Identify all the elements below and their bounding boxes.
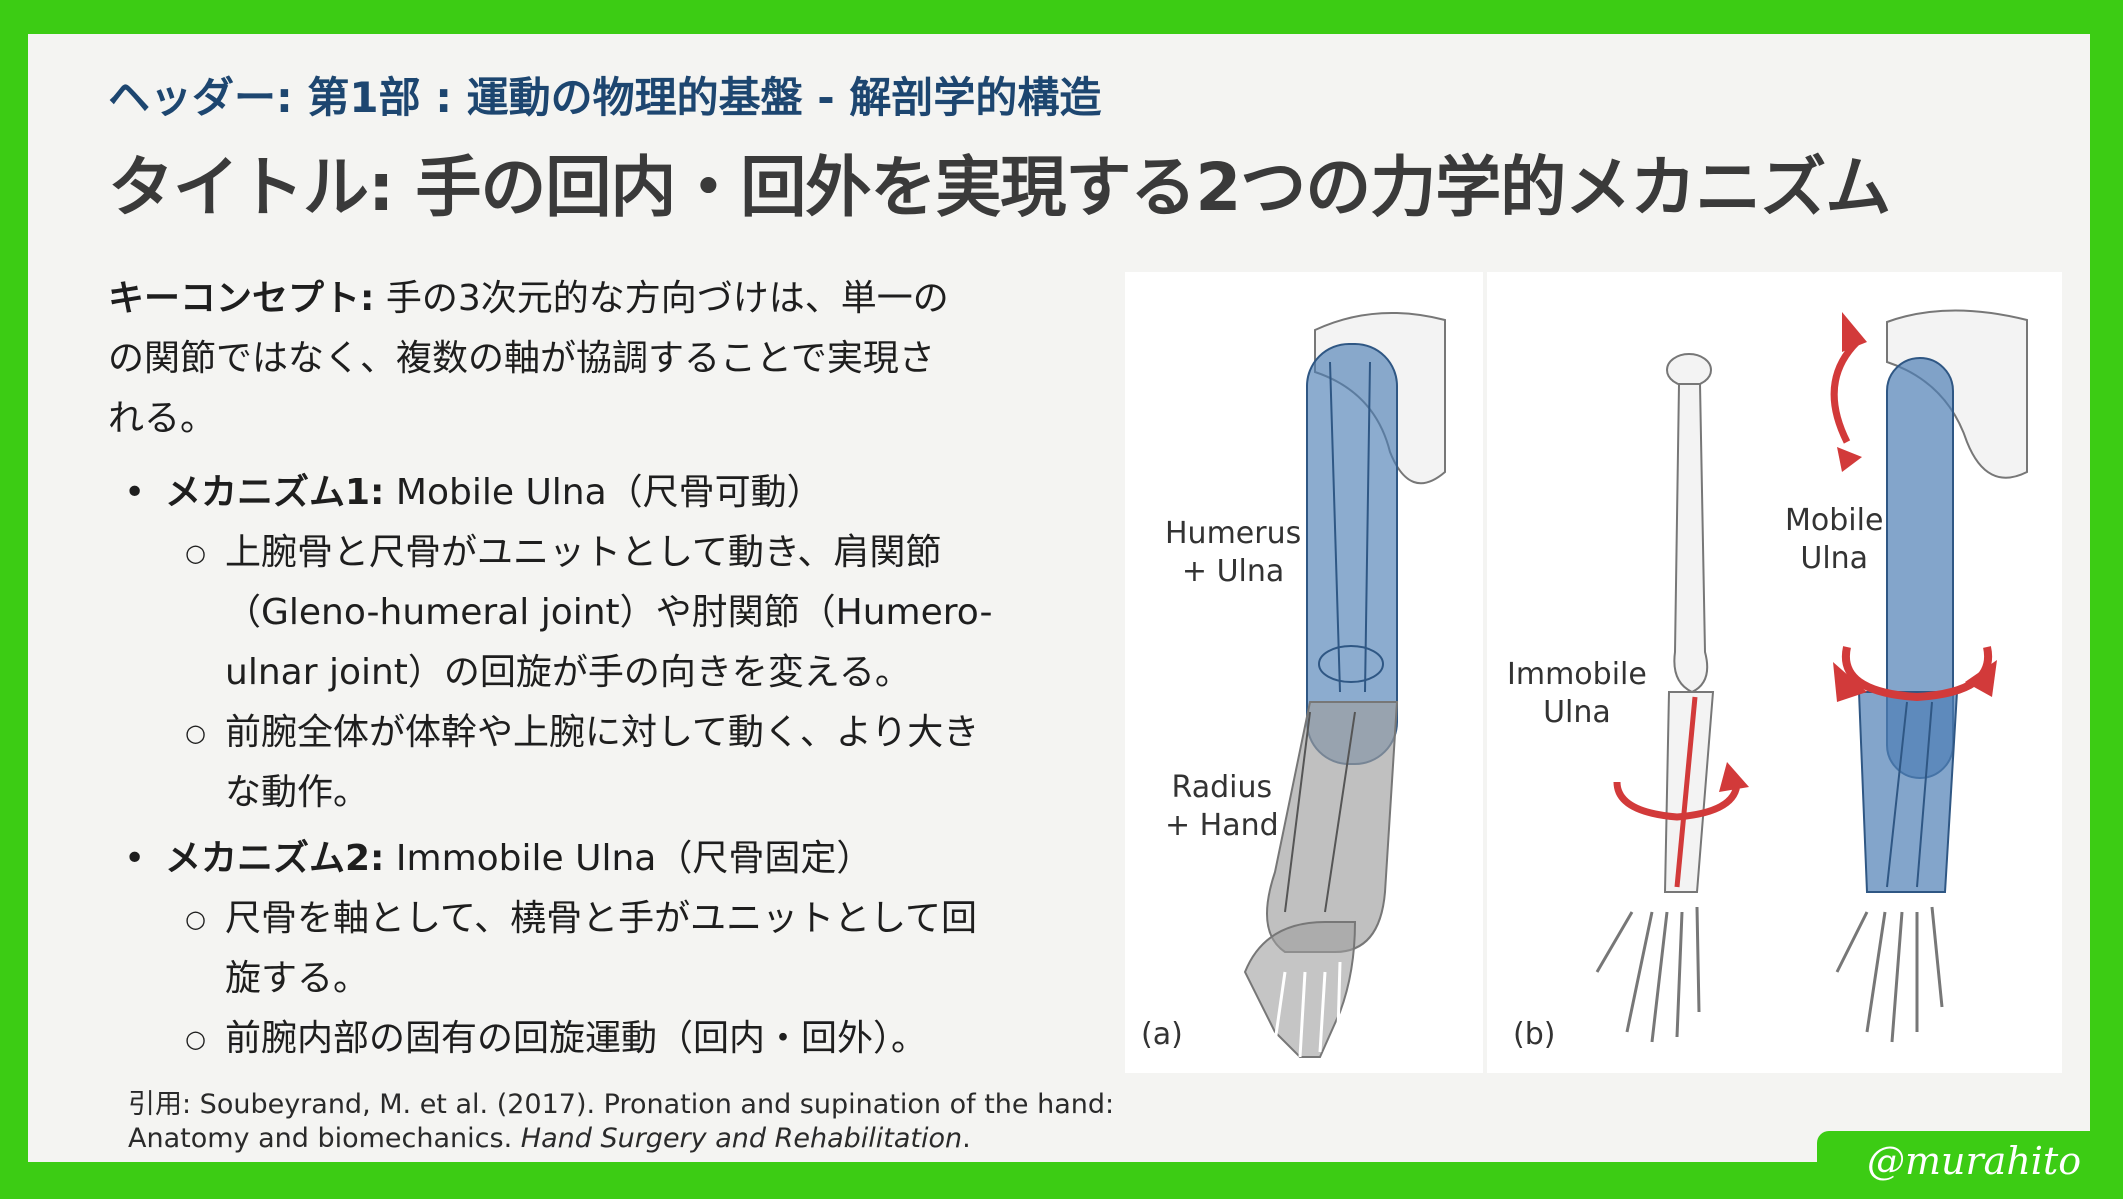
- point-line: （Gleno-humeral joint）や肘関節（Humero-: [225, 592, 993, 633]
- panel-b-tag: (b): [1513, 1017, 1556, 1052]
- slide: ヘッダー: 第1部 : 運動の物理的基盤 - 解剖学的構造 タイトル: 手の回内…: [28, 34, 2090, 1162]
- key-concept-line-2: の関節ではなく、複数の軸が協調することで実現さ: [108, 338, 935, 379]
- mechanism-list: • メカニズム1: Mobile Ulna（尺骨可動） ○ 上腕骨と尺骨がユニッ…: [108, 463, 1098, 1069]
- point-line: 上腕骨と尺骨がユニットとして動き、肩関節: [225, 532, 942, 573]
- list-item: ○ 前腕全体が体幹や上腕に対して動く、より大き な動作。: [165, 703, 1098, 823]
- label-line: + Ulna: [1181, 554, 1285, 589]
- mechanism-1-name: Mobile Ulna（尺骨可動）: [395, 472, 823, 513]
- bullet-icon: •: [124, 472, 146, 513]
- mechanism-2-label: メカニズム2:: [165, 838, 385, 879]
- point-line: 前腕内部の固有の回旋運動（回内・回外）。: [225, 1018, 928, 1059]
- citation-line-2: Anatomy and biomechanics.: [128, 1123, 513, 1154]
- bullet-icon: •: [124, 838, 146, 879]
- label-line: Radius: [1171, 770, 1273, 805]
- label-radius-hand: Radius + Hand: [1165, 769, 1279, 845]
- list-item: ○ 上腕骨と尺骨がユニットとして動き、肩関節 （Gleno-humeral jo…: [165, 523, 1098, 703]
- watermark-text: @murahito: [1867, 1139, 2082, 1183]
- citation-end: .: [962, 1123, 971, 1154]
- slide-header: ヘッダー: 第1部 : 運動の物理的基盤 - 解剖学的構造: [108, 73, 1102, 122]
- point-line: ulnar joint）の回旋が手の向きを変える。: [225, 652, 911, 693]
- circle-bullet-icon: ○: [185, 719, 206, 747]
- point-line: 尺骨を軸として、橈骨と手がユニットとして回: [225, 898, 978, 939]
- slide-title: タイトル: 手の回内・回外を実現する2つの力学的メカニズム: [108, 149, 1891, 226]
- arm-illustration-a: [1243, 311, 1446, 1058]
- slide-body: キーコンセプト: 手の3次元的な方向づけは、単一の の関節ではなく、複数の軸が協…: [108, 269, 1098, 1075]
- mechanism-item-1: • メカニズム1: Mobile Ulna（尺骨可動） ○ 上腕骨と尺骨がユニッ…: [108, 463, 1098, 823]
- circle-bullet-icon: ○: [185, 905, 206, 933]
- label-line: Humerus: [1165, 516, 1302, 551]
- arm-illustration-b: [1595, 309, 2028, 1043]
- citation-journal: Hand Surgery and Rehabilitation: [520, 1123, 963, 1154]
- panel-a-tag: (a): [1141, 1017, 1183, 1052]
- key-concept: キーコンセプト: 手の3次元的な方向づけは、単一の の関節ではなく、複数の軸が協…: [108, 269, 1098, 449]
- mechanism-2-points: ○ 尺骨を軸として、橈骨と手がユニットとして回 旋する。 ○ 前腕内部の固有の回…: [165, 889, 1098, 1069]
- mechanism-1-points: ○ 上腕骨と尺骨がユニットとして動き、肩関節 （Gleno-humeral jo…: [165, 523, 1098, 823]
- label-line: Ulna: [1543, 695, 1611, 730]
- citation-line-1: 引用: Soubeyrand, M. et al. (2017). Pronat…: [128, 1089, 1115, 1120]
- label-line: + Hand: [1165, 808, 1279, 843]
- point-line: な動作。: [225, 772, 370, 813]
- list-item: ○ 尺骨を軸として、橈骨と手がユニットとして回 旋する。: [165, 889, 1098, 1009]
- citation: 引用: Soubeyrand, M. et al. (2017). Pronat…: [128, 1088, 1128, 1156]
- mechanism-2-name: Immobile Ulna（尺骨固定）: [395, 838, 873, 879]
- key-concept-line-3: れる。: [108, 398, 217, 439]
- circle-bullet-icon: ○: [185, 1025, 206, 1053]
- label-line: Immobile: [1507, 657, 1647, 692]
- label-line: Ulna: [1800, 541, 1869, 576]
- label-humerus-ulna: Humerus + Ulna: [1165, 515, 1301, 591]
- watermark: @murahito: [1817, 1131, 2123, 1199]
- mechanism-1-label: メカニズム1:: [165, 472, 385, 513]
- circle-bullet-icon: ○: [185, 539, 206, 567]
- label-line: Mobile: [1785, 503, 1884, 538]
- mechanism-item-2: • メカニズム2: Immobile Ulna（尺骨固定） ○ 尺骨を軸として、…: [108, 829, 1098, 1069]
- point-line: 旋する。: [225, 958, 370, 999]
- figure-panel-b: Immobile Ulna Mobile Ulna (b): [1487, 272, 2062, 1073]
- figure-panel-a: Humerus + Ulna Radius + Hand (a): [1125, 272, 1483, 1073]
- key-concept-label: キーコンセプト:: [108, 278, 375, 319]
- point-line: 前腕全体が体幹や上腕に対して動く、より大き: [225, 712, 980, 753]
- list-item: ○ 前腕内部の固有の回旋運動（回内・回外）。: [165, 1009, 1098, 1069]
- label-mobile-ulna: Mobile Ulna: [1785, 502, 1883, 578]
- label-immobile-ulna: Immobile Ulna: [1507, 656, 1647, 732]
- key-concept-line-1: 手の3次元的な方向づけは、単一の: [385, 278, 949, 319]
